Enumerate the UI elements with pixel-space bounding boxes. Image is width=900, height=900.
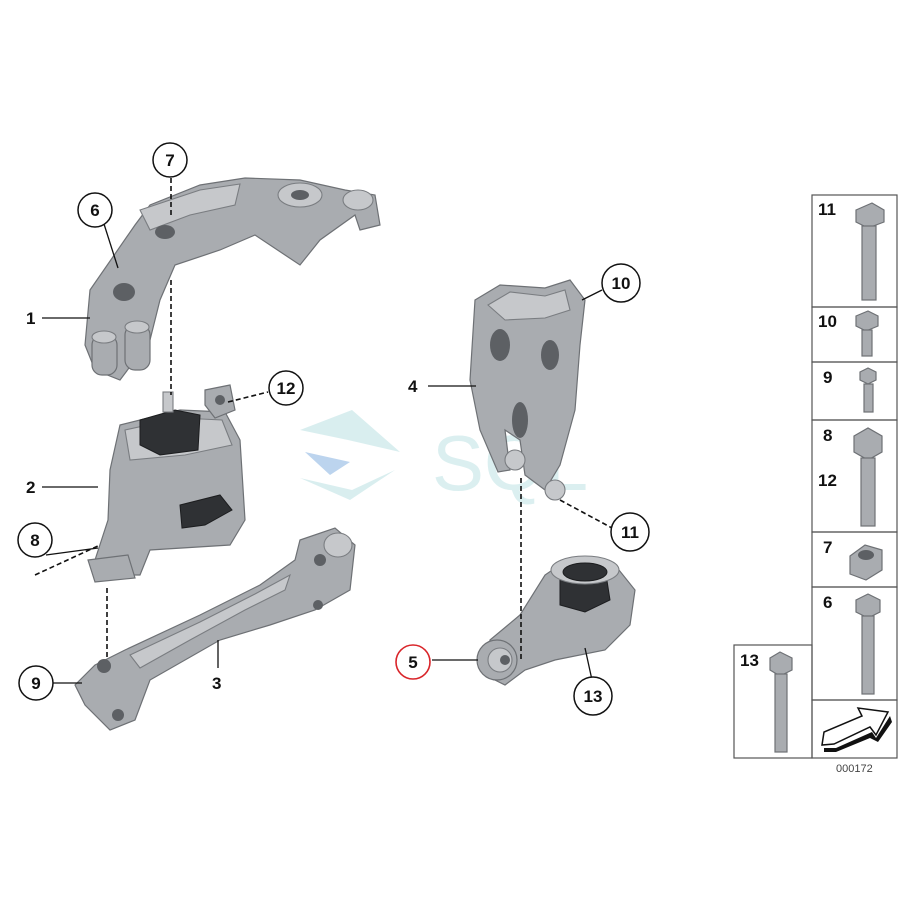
watermark-arrow-mid xyxy=(305,452,350,475)
nut-7-icon xyxy=(849,544,883,581)
table-label-7: 7 xyxy=(823,538,832,557)
alignment-lines xyxy=(34,178,613,660)
callout-8: 8 xyxy=(30,531,39,550)
callout-13: 13 xyxy=(584,687,603,706)
part-2-engine-mount xyxy=(87,384,246,583)
callout-10-circle: 10 xyxy=(601,263,641,303)
callout-11-circle: 11 xyxy=(610,512,650,552)
part-3-support-arm xyxy=(74,527,356,731)
callout-13-circle: 13 xyxy=(573,676,613,716)
callout-11: 11 xyxy=(621,523,639,542)
callout-12-circle: 12 xyxy=(268,370,304,406)
table-label-6: 6 xyxy=(823,593,832,612)
callout-2: 2 xyxy=(26,478,35,497)
table-label-9: 9 xyxy=(823,368,832,387)
watermark-arrow-top xyxy=(300,410,400,452)
part-5-torque-rod xyxy=(476,555,636,686)
diagram-number: 000172 xyxy=(836,763,873,775)
fastener-table: 11 10 9 8 12 7 6 13 xyxy=(733,194,898,759)
callout-6-circle: 6 xyxy=(77,192,113,228)
callout-9: 9 xyxy=(31,674,40,693)
callout-3: 3 xyxy=(212,674,221,693)
callout-7: 7 xyxy=(165,151,174,170)
bolt-13-icon xyxy=(769,651,793,753)
bolt-10-icon xyxy=(855,310,879,357)
callout-12: 12 xyxy=(277,379,296,398)
part-1-bracket xyxy=(84,177,381,381)
part-4-side-bracket xyxy=(469,279,586,501)
callout-8-circle: 8 xyxy=(17,522,53,558)
watermark-arrow-bottom xyxy=(300,470,395,500)
callout-4: 4 xyxy=(408,377,418,396)
table-label-10: 10 xyxy=(818,312,837,331)
callout-6: 6 xyxy=(90,201,99,220)
bolt-6-icon xyxy=(855,593,881,695)
leader-lines xyxy=(42,223,603,684)
callout-5-circle-highlighted: 5 xyxy=(395,644,431,680)
table-label-8: 8 xyxy=(823,426,832,445)
callout-1: 1 xyxy=(26,309,35,328)
bolt-9-icon xyxy=(859,367,877,413)
direction-arrow-icon xyxy=(821,707,892,752)
callout-9-circle: 9 xyxy=(18,665,54,701)
callout-10: 10 xyxy=(612,274,631,293)
bolt-8-12-icon xyxy=(853,427,883,527)
bolt-11-icon xyxy=(855,202,885,301)
table-label-11: 11 xyxy=(818,200,836,219)
table-label-12: 12 xyxy=(818,471,837,490)
table-label-13: 13 xyxy=(740,651,759,670)
callout-7-circle: 7 xyxy=(152,142,188,178)
callout-5: 5 xyxy=(408,653,417,672)
